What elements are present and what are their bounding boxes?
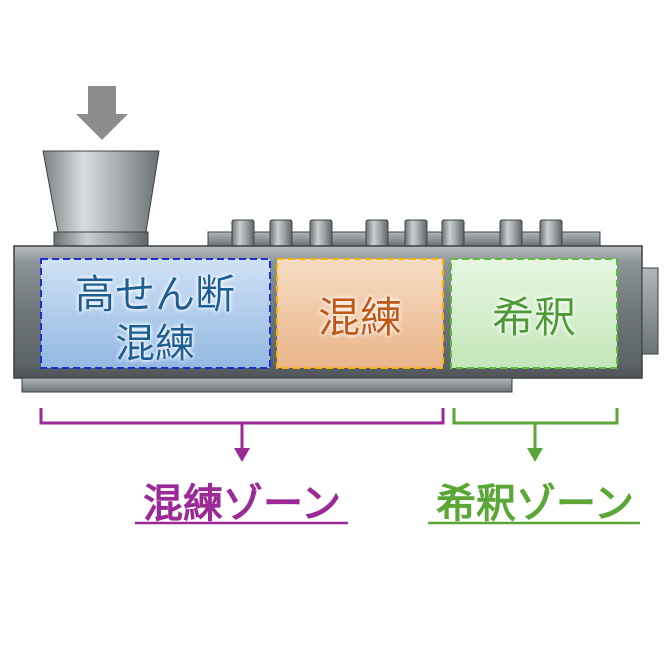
dilution-zone-arrow-icon bbox=[527, 448, 543, 462]
vent-cylinder bbox=[539, 219, 563, 247]
dilution-section bbox=[450, 258, 618, 369]
kneading-section bbox=[276, 258, 444, 369]
hopper bbox=[42, 150, 160, 247]
dilution-zone-label: 希釈ゾーン bbox=[436, 481, 634, 527]
kneading-zone-bracket bbox=[39, 408, 445, 450]
high-shear-section bbox=[40, 258, 271, 369]
dilution-section-label: 希釈 bbox=[492, 293, 576, 342]
kneading-zone-arrow-icon bbox=[234, 448, 250, 462]
vent-cylinder bbox=[269, 219, 293, 247]
kneading-zone-label: 混練ゾーン bbox=[143, 481, 341, 527]
high-shear-label-line1: 高せん断 bbox=[75, 272, 235, 318]
vent-cylinder bbox=[499, 219, 523, 247]
feed-arrow-icon bbox=[76, 86, 128, 140]
dilution-zone-bracket bbox=[452, 408, 619, 450]
base-rail bbox=[21, 377, 513, 393]
vent-cylinder bbox=[365, 219, 389, 247]
vent-cylinder bbox=[404, 219, 428, 247]
vent-cylinder bbox=[309, 219, 333, 247]
vent-cylinder bbox=[441, 219, 465, 247]
vent-cylinders bbox=[231, 219, 563, 247]
kneading-section-label: 混練 bbox=[318, 293, 402, 342]
high-shear-label-line2: 混練 bbox=[115, 321, 195, 367]
vent-cylinder bbox=[231, 219, 255, 247]
nozzle bbox=[641, 267, 659, 355]
